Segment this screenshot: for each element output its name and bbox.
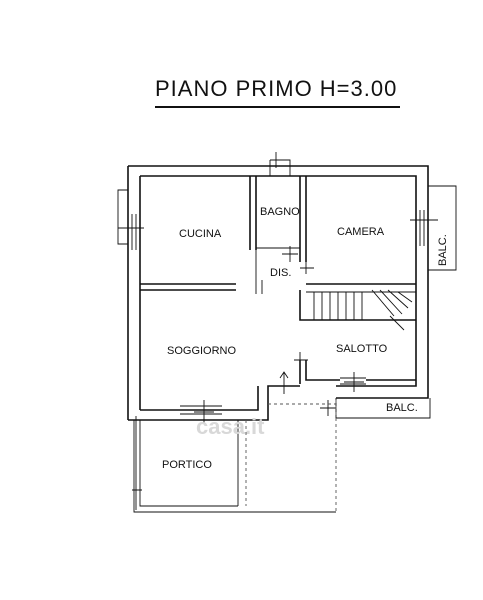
plan-title: PIANO PRIMO H=3.00 [155,76,398,101]
room-label-cucina: CUCINA [179,228,222,240]
left-wall-bump [117,189,128,245]
portico-outline [133,400,337,513]
room-label-camera: CAMERA [337,226,385,238]
windows [131,159,425,415]
plan-title-block: PIANO PRIMO H=3.00 [155,76,400,108]
room-label-balc-right: BALC. [437,234,449,266]
room-label-portico: PORTICO [162,459,212,471]
room-label-soggiorno: SOGGIORNO [167,345,237,357]
room-label-dis: DIS. [270,267,291,279]
room-label-bagno: BAGNO [260,206,300,218]
staircase [306,289,416,331]
watermark: casa.it [196,414,265,439]
room-label-balc-bottom: BALC. [386,402,418,414]
door-swings [118,152,438,510]
room-label-salotto: SALOTTO [336,343,388,355]
right-balcony [428,185,457,271]
outer-walls [127,165,429,421]
title-underline [155,106,400,108]
interior-walls [140,176,416,384]
